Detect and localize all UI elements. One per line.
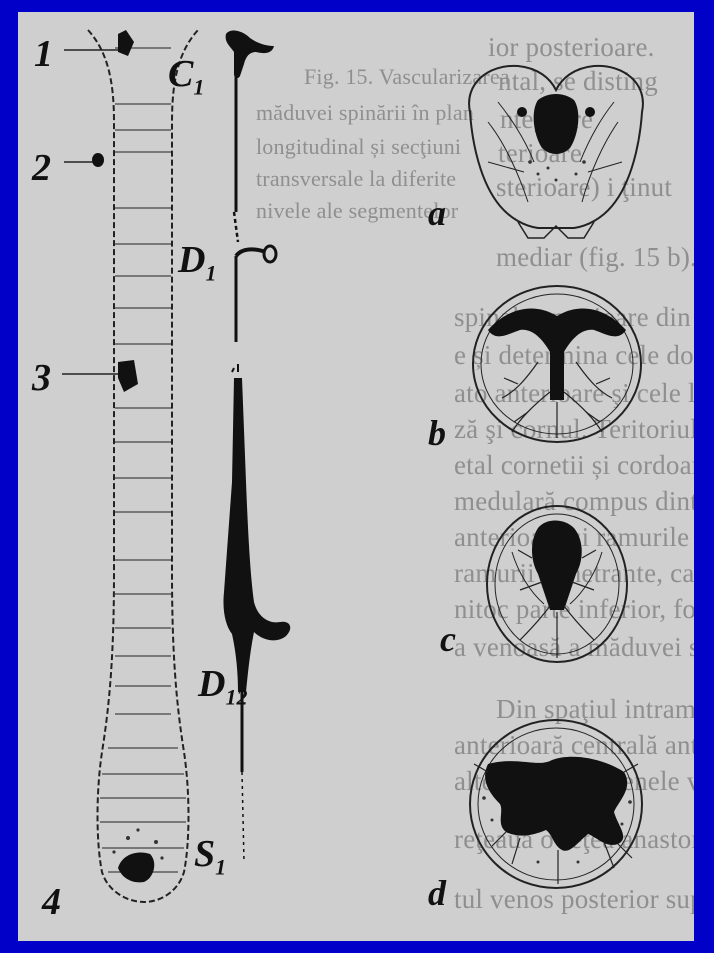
cross-section-c: [487, 506, 627, 662]
section-number: 1: [34, 32, 53, 76]
segment-subscript: 1: [205, 261, 216, 286]
cross-section-a: [469, 66, 643, 238]
segment-letter: S: [194, 833, 215, 875]
panel-label-a: a: [428, 192, 446, 234]
anterior-spinal-artery: [223, 31, 290, 862]
segment-label-d12: D12: [198, 662, 247, 711]
section-number: 2: [32, 146, 51, 190]
panel-label-b: b: [428, 412, 446, 454]
cross-section-b: [473, 286, 641, 442]
section-number: 3: [32, 356, 51, 400]
panel-label-c: c: [440, 618, 456, 660]
segment-subscript: 1: [215, 855, 226, 880]
segment-label-s1: S1: [194, 832, 226, 881]
figure-drawing: [18, 12, 694, 941]
segment-letter: D: [178, 239, 205, 281]
segment-letter: C: [168, 53, 193, 95]
longitudinal-spinal-cord: [62, 30, 198, 902]
lesion-marks: [92, 30, 164, 882]
segment-subscript: 12: [225, 685, 247, 710]
panel-label-d: d: [428, 872, 446, 914]
figure-frame: ior posterioare. ntal, se disting nte, c…: [18, 12, 694, 941]
segment-label-d1: D1: [178, 238, 216, 287]
section-number: 4: [42, 880, 61, 924]
segment-letter: D: [198, 663, 225, 705]
segment-label-c1: C1: [168, 52, 204, 101]
segment-subscript: 1: [193, 75, 204, 100]
cross-section-d: [470, 720, 642, 888]
